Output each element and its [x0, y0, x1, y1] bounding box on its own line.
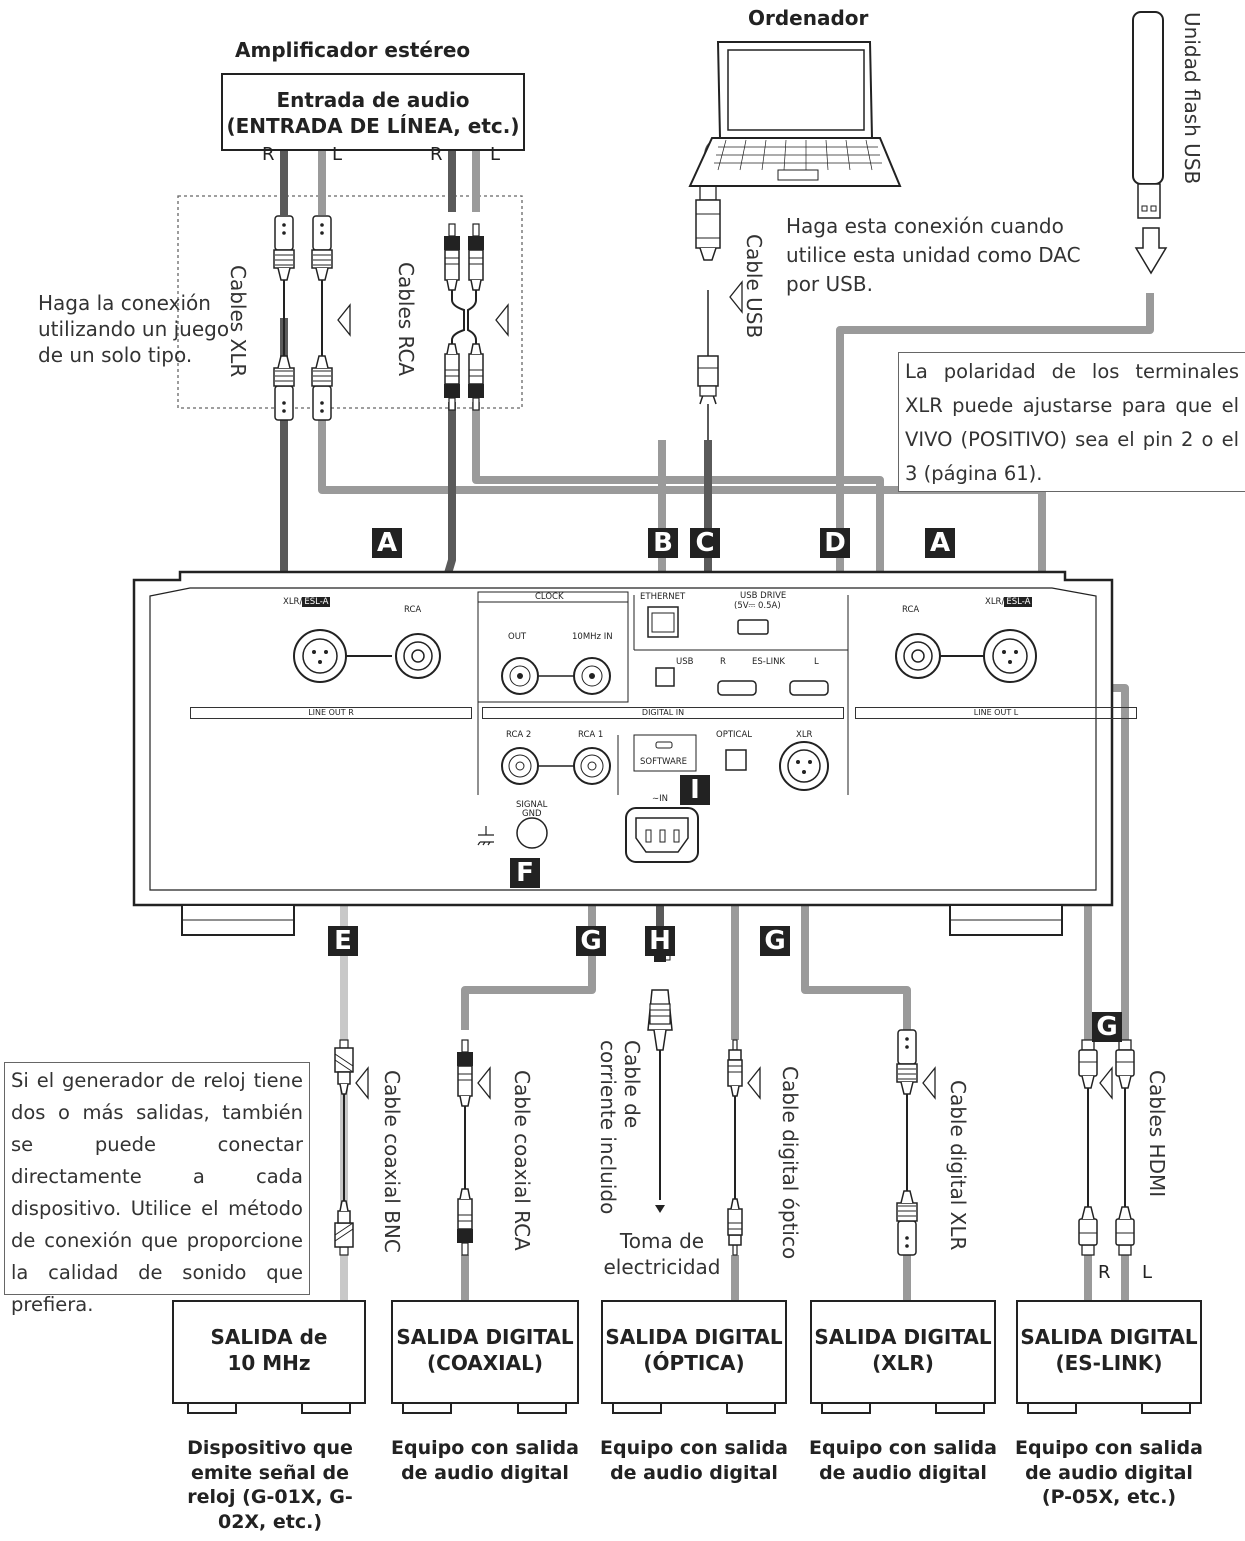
device-xlr-line1: SALIDA DIGITAL: [814, 1325, 992, 1349]
panel-label-xlr-digital: XLR: [796, 730, 813, 740]
amp-channel-r-2: R: [430, 144, 443, 165]
cable-label-usb: Cable USB: [742, 234, 766, 339]
device-optical-line1: SALIDA DIGITAL: [605, 1325, 783, 1349]
panel-label-line-out-r: LINE OUT R: [190, 707, 472, 719]
cable-label-xlr: Cables XLR: [226, 265, 250, 378]
amp-channel-l-2: L: [490, 144, 501, 165]
outlet-label-1: Toma de: [619, 1229, 705, 1253]
outlet-label-2: electricidad: [603, 1255, 721, 1279]
note-xlr-polarity: La polaridad de los terminales XLR puede…: [898, 352, 1245, 492]
device-caption-xlr: Equipo con salida de audio digital: [809, 1437, 997, 1484]
amp-channel-r-1: R: [262, 144, 275, 165]
computer-label: Ordenador: [748, 6, 869, 30]
panel-label-gnd: GND: [522, 809, 542, 819]
panel-label-software: SOFTWARE: [640, 757, 688, 767]
panel-label-rca1: RCA 1: [578, 730, 604, 740]
device-caption-coaxial: Equipo con salida de audio digital: [391, 1437, 579, 1484]
laptop-drawing: [688, 41, 902, 187]
panel-label-xlr-r: XLR/ESL-A: [283, 597, 331, 607]
badge-h: H: [645, 926, 675, 956]
cable-label-coax-rca: Cable coaxial RCA: [510, 1070, 534, 1251]
hdmi-l-label: L: [1142, 1262, 1153, 1283]
panel-label-usb: USB: [676, 657, 694, 667]
panel-label-rca-l: RCA: [902, 605, 920, 615]
amplifier-label: Amplificador estéreo: [235, 38, 471, 62]
cable-label-power-2: corriente incluido: [596, 1040, 620, 1215]
device-10mhz-line2: 10 MHz: [227, 1351, 311, 1375]
note-usb-dac: Haga esta conexión cuando utilice esta u…: [786, 214, 1081, 296]
note-one-type: Haga la conexión utilizando un juego de …: [38, 291, 230, 367]
badge-g-coaxial: G: [576, 926, 606, 956]
panel-label-clock: CLOCK: [535, 592, 564, 602]
badge-a-right: A: [925, 528, 955, 558]
badge-g-eslink: G: [1092, 1012, 1122, 1042]
device-optical: SALIDA DIGITAL (ÓPTICA): [601, 1300, 787, 1404]
cable-label-optical: Cable digital óptico: [778, 1066, 802, 1260]
device-xlr-line2: (XLR): [872, 1351, 934, 1375]
device-coaxial: SALIDA DIGITAL (COAXIAL): [391, 1300, 579, 1404]
device-optical-line2: (ÓPTICA): [643, 1351, 745, 1375]
cable-label-digital-xlr: Cable digital XLR: [946, 1080, 970, 1251]
badge-g-optical: G: [760, 926, 790, 956]
panel-label-out: OUT: [508, 632, 527, 642]
cable-label-power-1: Cable de: [620, 1040, 644, 1129]
badge-d: D: [820, 528, 850, 558]
panel-label-rca-r: RCA: [404, 605, 422, 615]
usb-flash-drawing: [1132, 11, 1168, 275]
device-caption-es-link: Equipo con salida de audio digital (P-05…: [1015, 1437, 1203, 1509]
note-clock-generator: Si el generador de reloj tiene dos o más…: [4, 1062, 310, 1316]
panel-label-l: L: [814, 657, 819, 667]
badge-a-left: A: [372, 528, 402, 558]
amp-channel-l-1: L: [332, 144, 343, 165]
device-coaxial-line2: (COAXIAL): [427, 1351, 543, 1375]
badge-e: E: [328, 926, 358, 956]
amp-input-line2: (ENTRADA DE LÍNEA, etc.): [226, 114, 520, 138]
amp-input-line1: Entrada de audio: [276, 88, 470, 112]
panel-label-usb-drive: USB DRIVE: [740, 591, 787, 601]
panel-label-digital-in: DIGITAL IN: [482, 707, 844, 719]
panel-label-10mhz-in: 10MHz IN: [572, 632, 613, 642]
cable-label-rca: Cables RCA: [394, 262, 418, 377]
device-es-link-line1: SALIDA DIGITAL: [1020, 1325, 1198, 1349]
cable-label-hdmi: Cables HDMI: [1145, 1070, 1169, 1198]
panel-label-usb-drive-spec: (5V⎓ 0.5A): [734, 601, 781, 611]
panel-label-ac-in: ∼IN: [652, 794, 668, 804]
device-es-link-line2: (ES-LINK): [1055, 1351, 1163, 1375]
panel-label-rca2: RCA 2: [506, 730, 532, 740]
badge-c: C: [690, 528, 720, 558]
badge-f: F: [510, 858, 540, 888]
device-10mhz: SALIDA de 10 MHz: [172, 1300, 366, 1404]
device-caption-optical: Equipo con salida de audio digital: [600, 1437, 788, 1484]
panel-label-r: R: [720, 657, 726, 667]
badge-b: B: [648, 528, 678, 558]
device-xlr: SALIDA DIGITAL (XLR): [810, 1300, 996, 1404]
cable-label-bnc: Cable coaxial BNC: [380, 1070, 404, 1253]
panel-label-line-out-l: LINE OUT L: [855, 707, 1137, 719]
badge-i: I: [680, 775, 710, 805]
device-10mhz-line1: SALIDA de: [210, 1325, 328, 1349]
panel-label-ethernet: ETHERNET: [640, 592, 686, 602]
panel-label-es-link: ES-LINK: [752, 657, 786, 667]
usb-flash-label: Unidad flash USB: [1180, 12, 1204, 185]
rear-panel-drawing: [132, 570, 1114, 936]
panel-label-optical: OPTICAL: [716, 730, 753, 740]
device-caption-10mhz: Dispositivo que emite señal de reloj (G-…: [187, 1437, 353, 1534]
panel-label-signal: SIGNAL: [516, 800, 548, 810]
hdmi-r-label: R: [1098, 1262, 1111, 1283]
panel-label-xlr-l: XLR/ESL-A: [985, 597, 1033, 607]
device-es-link: SALIDA DIGITAL (ES-LINK): [1016, 1300, 1202, 1404]
device-coaxial-line1: SALIDA DIGITAL: [396, 1325, 574, 1349]
